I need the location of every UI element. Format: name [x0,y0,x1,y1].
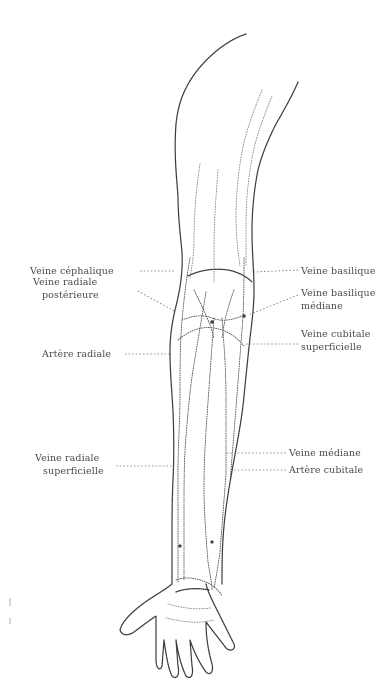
label-artere-cubitale: Artère cubitale [288,465,364,476]
arm-outline [120,34,298,678]
label-veine-basilique-mediane-line2: médiane [301,301,343,312]
label-veine-cubitale-superficielle-line2: superficielle [301,342,362,353]
veine-basilique-mediane-vessel [182,316,242,320]
label-veine-cephalique: Veine céphalique [29,266,114,277]
artere-cubitale-vessel [214,318,226,588]
upper-arm-vessel [190,164,200,278]
elbow-cross-vessel [194,290,214,338]
label-veine-basilique: Veine basilique [300,266,376,277]
label-veine-radiale-superficielle-line1: Veine radiale [34,453,100,464]
elbow-cross-vessel [178,328,244,347]
veine-mediane-vessel [204,318,214,590]
artere-radiale-vessel [184,292,206,580]
palm-vessel [168,604,210,609]
vessel-junction-dot [210,320,214,324]
leader-veine-basilique-mediane [248,295,298,315]
label-veine-radiale-posterieure-line2: postérieure [42,290,99,301]
upper-arm-right-contour [222,82,298,584]
elbow-crease [188,269,252,282]
hand-contour [120,584,234,678]
wrist-crease [176,589,210,592]
vessel-junction-dot [210,540,213,543]
labels-right: Veine basilique Veine basilique médiane … [288,266,376,476]
label-veine-radiale-posterieure-line1: Veine radiale [32,277,98,288]
vessel-junction-dot [178,544,181,547]
labels-left: Veine céphalique Veine radiale postérieu… [29,266,114,477]
upper-arm-vessel [214,170,218,282]
label-artere-radiale: Artère radiale [41,349,111,360]
label-veine-radiale-superficielle-line2: superficielle [43,466,104,477]
label-veine-basilique-mediane-line1: Veine basilique [300,288,376,299]
leader-veine-radiale-posterieure [138,291,176,312]
leader-lines [116,270,298,470]
label-veine-mediane: Veine médiane [288,448,361,459]
vessel-junction-dot [242,314,246,318]
vessels [166,90,272,622]
upper-arm-left-contour [170,34,246,584]
wrist-arch-vessel [176,578,222,596]
leader-veine-basilique [254,270,298,272]
palm-vessel [166,618,214,622]
label-veine-cubitale-superficielle-line1: Veine cubitale [300,329,371,340]
veine-basilique-vessel [230,258,244,482]
